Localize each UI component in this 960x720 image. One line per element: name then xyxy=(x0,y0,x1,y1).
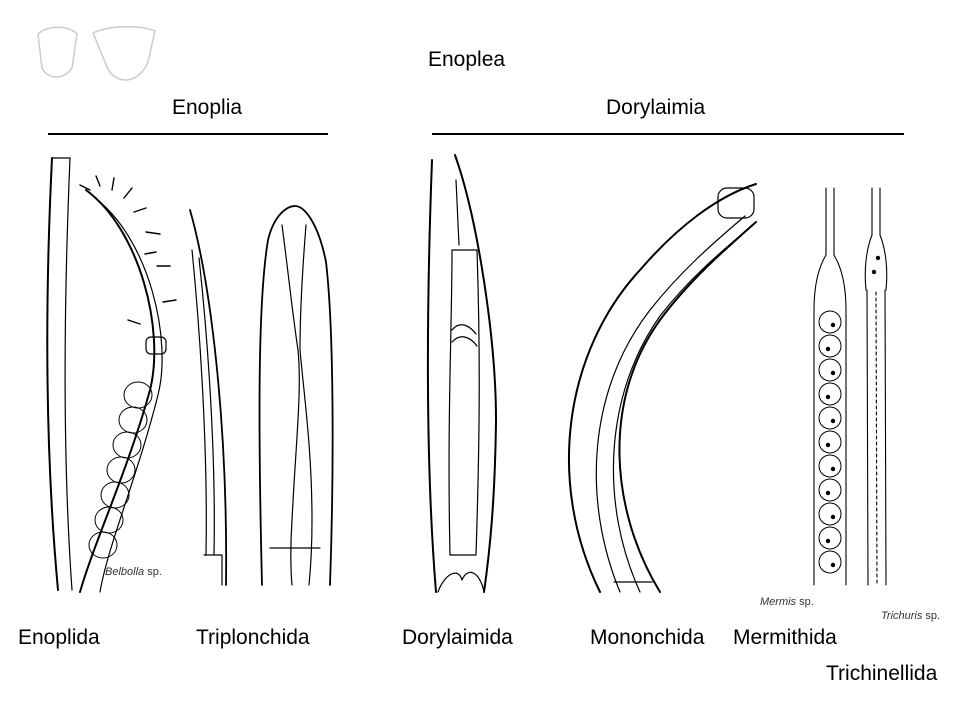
mononchida-worm xyxy=(568,183,757,593)
order-trichinellida: Trichinellida xyxy=(826,662,938,685)
dorylaimia-bracket-line xyxy=(432,133,904,135)
class-title: Enoplea xyxy=(428,48,506,71)
triplonchida-worm xyxy=(189,205,334,586)
subclass-enoplia: Enoplia xyxy=(172,96,243,119)
enoplida-setae xyxy=(79,175,177,325)
order-triplonchida: Triplonchida xyxy=(196,626,310,649)
trichinellida-worm xyxy=(864,187,888,586)
cell-nuclei xyxy=(825,255,881,568)
order-mononchida: Mononchida xyxy=(590,626,705,649)
caption-mermis: Mermis sp. xyxy=(760,596,814,608)
egg-capsules-logo xyxy=(37,25,156,81)
mermithida-worm xyxy=(813,187,847,586)
order-dorylaimida: Dorylaimida xyxy=(402,626,513,649)
order-mermithida: Mermithida xyxy=(733,626,837,649)
caption-trichuris: Trichuris sp. xyxy=(881,610,941,622)
dorylaimida-worm xyxy=(426,154,497,593)
subclass-dorylaimia: Dorylaimia xyxy=(606,96,706,119)
mermithida-cells xyxy=(818,310,842,574)
order-enoplida: Enoplida xyxy=(18,626,100,649)
caption-belbolla: Belbolla sp. xyxy=(105,566,162,578)
enoplia-bracket-line xyxy=(48,133,328,135)
enoplida-worm xyxy=(46,157,177,593)
enoplida-glands xyxy=(88,381,153,559)
